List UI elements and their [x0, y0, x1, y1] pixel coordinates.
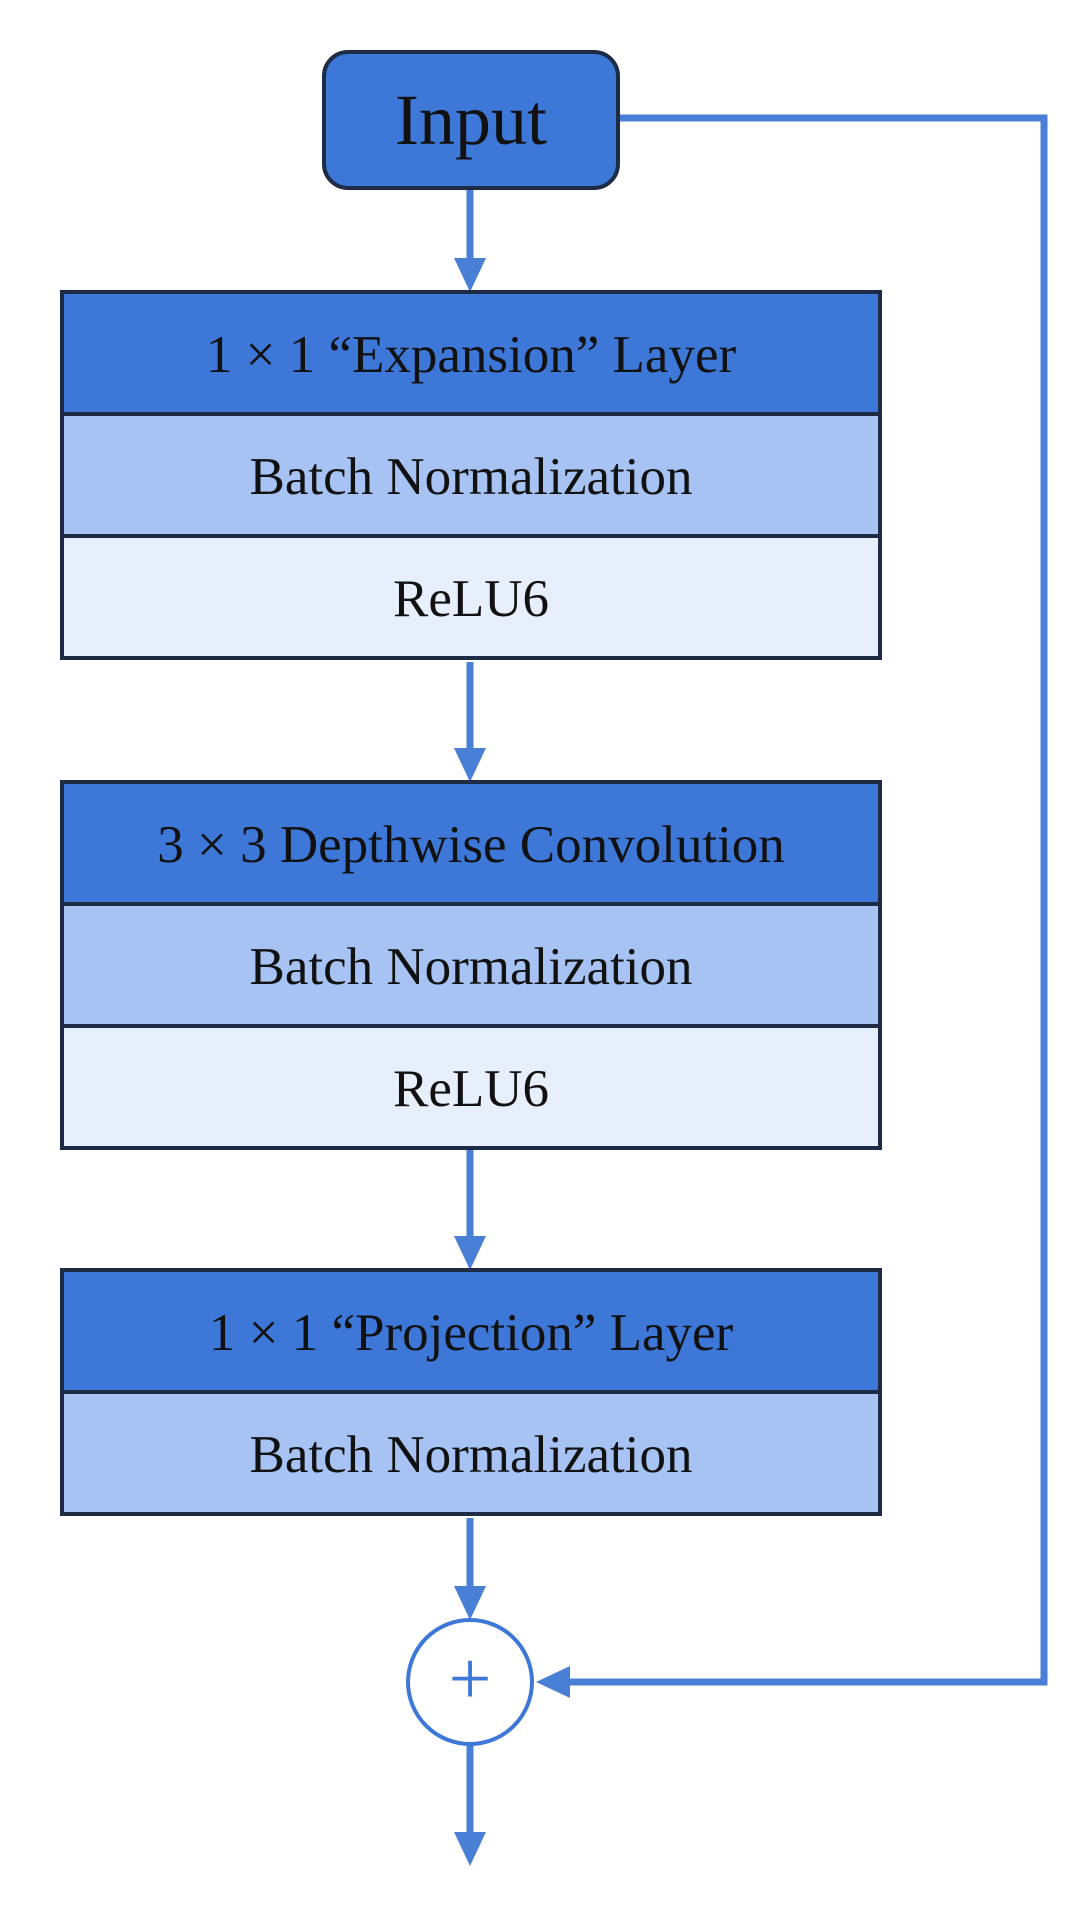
layer-row-box — [60, 1024, 882, 1150]
layer-row-box — [60, 534, 882, 660]
layer-row-box — [60, 1268, 882, 1394]
layer-row-label: Batch Normalization — [250, 938, 693, 996]
arrow-block3-to-add — [454, 1518, 486, 1620]
arrow-input-to-expansion — [454, 188, 486, 292]
layer-row-label: 1 × 1 “Expansion” Layer — [206, 326, 737, 384]
skip-connection-arrow — [536, 114, 1048, 1698]
layer-row-box — [60, 412, 882, 538]
add-node: + — [406, 1618, 534, 1746]
layer-row-box — [60, 1390, 882, 1516]
input-label: Input — [395, 80, 547, 160]
layer-row-box — [60, 290, 882, 416]
arrow-output — [454, 1744, 486, 1866]
input-node: Input — [322, 50, 620, 190]
arrow-block2-to-block3 — [454, 1150, 486, 1270]
layer-row-label: 1 × 1 “Projection” Layer — [209, 1304, 734, 1362]
arrow-block1-to-block2 — [454, 662, 486, 782]
layer-row-box — [60, 780, 882, 906]
layer-row-label: Batch Normalization — [250, 1426, 693, 1484]
layer-row-label: 3 × 3 Depthwise Convolution — [157, 816, 785, 874]
layer-row-box — [60, 902, 882, 1028]
plus-icon: + — [449, 1637, 492, 1721]
layer-row-label: ReLU6 — [393, 570, 549, 628]
layer-row-label: Batch Normalization — [250, 448, 693, 506]
layer-row-label: ReLU6 — [393, 1060, 549, 1118]
